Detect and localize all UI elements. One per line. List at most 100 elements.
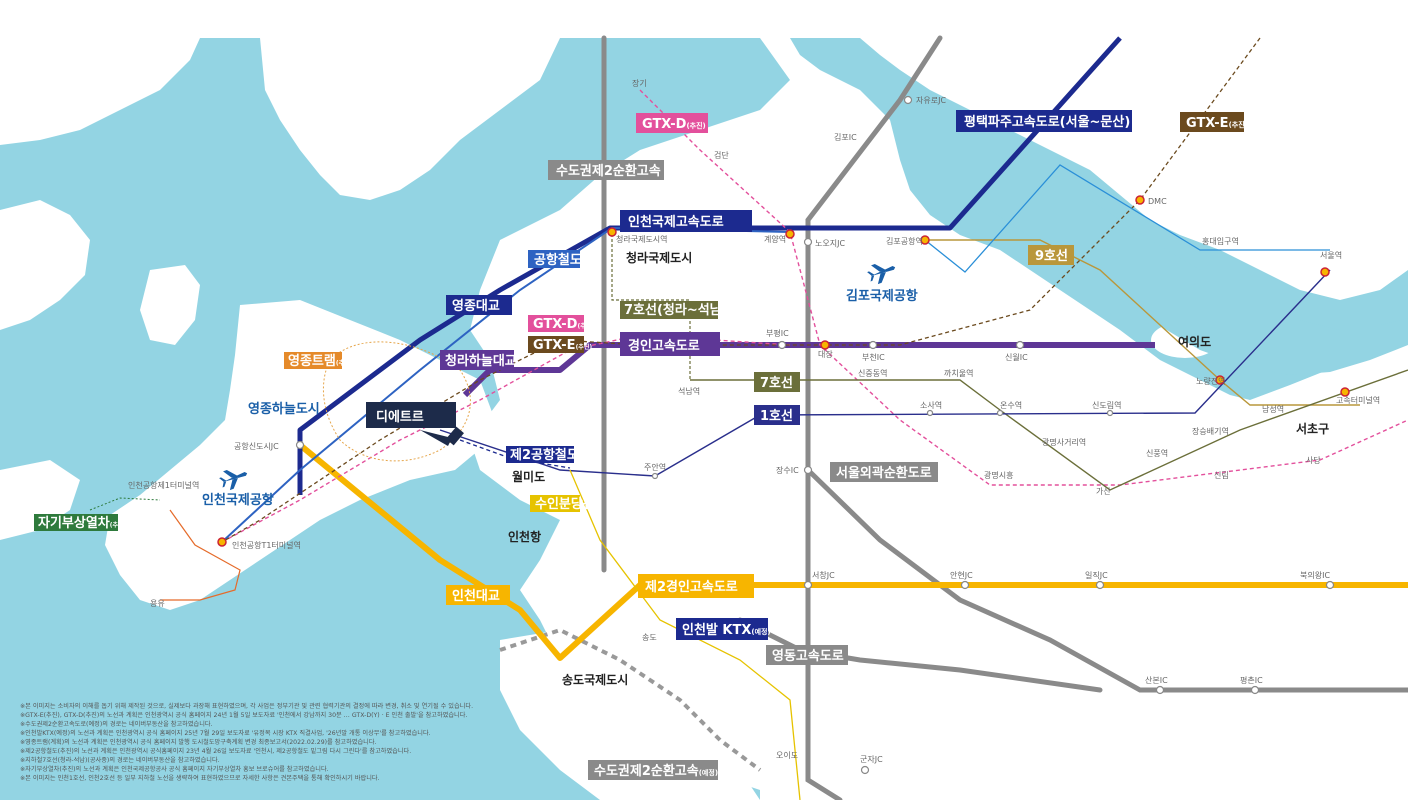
- seocho-place: 서초구: [1296, 421, 1329, 436]
- svg-text:※GTX-E(추진), GTX-D(추진)의 노선과 계획은: ※GTX-E(추진), GTX-D(추진)의 노선과 계획은 인천광역시 공식 …: [20, 711, 467, 719]
- svg-text:※제2공항철도(추진)의 노선과 계획은 인천광역시 공식홈: ※제2공항철도(추진)의 노선과 계획은 인천광역시 공식홈페이지 23년 4월…: [20, 747, 411, 755]
- svg-text:7호선(청라~석남)(공사중): 7호선(청라~석남)(공사중): [624, 302, 750, 318]
- incheon-airport-place: 인천국제공항: [202, 492, 274, 508]
- pyeongtaek-road-label: 평택파주고속도로(서울~문산): [964, 114, 1130, 130]
- site-label: 디에트르: [376, 409, 424, 425]
- svg-text:서창JC: 서창JC: [812, 571, 835, 580]
- site-marker: [446, 426, 464, 446]
- line7-ext-tag: (공사중): [728, 308, 750, 316]
- svg-text:공항신도시JC: 공항신도시JC: [234, 442, 279, 451]
- seoul-outer-road-label: 서울외곽순환도로: [836, 465, 932, 481]
- svg-text:석남역: 석남역: [678, 386, 700, 396]
- line9-label: 9호선: [1035, 248, 1068, 264]
- svg-text:※본 이미지는 소비자의 이해를 돕기 위해 제작된 것으로: ※본 이미지는 소비자의 이해를 돕기 위해 제작된 것으로, 실제보다 과장해…: [20, 702, 473, 710]
- yeongjong-bridge-label: 영종대교: [452, 299, 500, 314]
- songdo-land: [500, 630, 760, 800]
- svg-text:북의왕IC: 북의왕IC: [1300, 570, 1330, 580]
- airport-blue-line: [924, 164, 1330, 273]
- yeongjong-tram: [322, 341, 471, 462]
- svg-text:군자JC: 군자JC: [860, 755, 883, 764]
- gtx-e-line: [221, 37, 1261, 543]
- line7-extension: [611, 234, 691, 380]
- svg-text:안현JC: 안현JC: [950, 570, 973, 580]
- svg-text:주안역: 주안역: [644, 462, 666, 472]
- svg-text:서울역: 서울역: [1320, 250, 1342, 260]
- gray-roads: [601, 35, 1408, 800]
- maglev-dashed: [89, 497, 161, 511]
- second-airport-rail-tag: (추진): [579, 453, 596, 461]
- svg-text:노오지JC: 노오지JC: [815, 239, 845, 248]
- svg-text:신풍역: 신풍역: [1146, 448, 1168, 458]
- svg-text:GTX-E(추진): GTX-E(추진): [533, 338, 592, 353]
- gtx-d-mid-tag: (추진): [577, 322, 594, 330]
- svg-text:※인천발KTX(예정)의 노선과 계획은 인천광역시 공식: ※인천발KTX(예정)의 노선과 계획은 인천광역시 공식 홈페이지 25년 7…: [20, 729, 431, 737]
- yeongdong-road-label: 영동고속도로: [772, 649, 844, 664]
- line7-label: 7호선: [760, 375, 793, 391]
- svg-text:사당: 사당: [1306, 455, 1321, 465]
- svg-text:김포IC: 김포IC: [834, 132, 857, 142]
- cheongna-sky-bridge-label: 청라하늘대교: [445, 353, 517, 369]
- line1: [439, 269, 1331, 477]
- gtx-e-top-label: GTX-E: [1186, 116, 1229, 131]
- yeongjong-sky-city-place: 영종하늘도시: [248, 401, 320, 417]
- gtx-d-mid-label: GTX-D: [533, 317, 578, 332]
- svg-text:인천발 KTX(예정): 인천발 KTX(예정): [682, 622, 771, 638]
- yeongjong-tram-label: 영종트램: [288, 354, 336, 369]
- line1-label: 1호선: [760, 408, 793, 424]
- suin-bundang-label: 수인분당선: [535, 496, 595, 512]
- svg-text:김포공항역: 김포공항역: [886, 236, 923, 246]
- svg-text:평촌IC: 평촌IC: [1240, 675, 1263, 685]
- metro-ring2-planned-tag: (예정): [699, 768, 718, 777]
- svg-text:신월IC: 신월IC: [1005, 352, 1028, 362]
- svg-text:광명시흥: 광명시흥: [984, 470, 1013, 480]
- svg-text:※자기부상열차(추진)의 노선과 계획은 인천국제공항공사: ※자기부상열차(추진)의 노선과 계획은 인천국제공항공사 공식 홈페이지 자기…: [20, 765, 329, 773]
- line7: [690, 369, 1408, 491]
- svg-text:부평IC: 부평IC: [766, 328, 789, 338]
- svg-text:신림: 신림: [1214, 470, 1229, 480]
- svg-text:청라국제도시역: 청라국제도시역: [616, 234, 668, 244]
- songdo-place: 송도국제도시: [562, 673, 628, 687]
- line7-ext-label: 7호선(청라~석남): [624, 302, 728, 318]
- svg-text:일직JC: 일직JC: [1085, 570, 1108, 580]
- svg-text:남성역: 남성역: [1262, 404, 1284, 414]
- svg-text:장승배기역: 장승배기역: [1192, 426, 1229, 436]
- svg-text:자기부상열차(추진): 자기부상열차(추진): [38, 515, 127, 531]
- incheon-ktx-label: 인천발 KTX: [682, 622, 751, 638]
- svg-text:GTX-D(추진): GTX-D(추진): [642, 117, 706, 132]
- incheon-bridge-label: 인천대교: [452, 588, 500, 604]
- incheon-intl-road: [297, 36, 1122, 495]
- cheongna-place: 청라국제도시: [626, 250, 692, 265]
- gyeongin-road-label: 경인고속도로: [628, 338, 700, 354]
- mid-island: [140, 265, 200, 345]
- svg-text:신도림역: 신도림역: [1092, 400, 1121, 410]
- disclaimer-notes: ※본 이미지는 소비자의 이해를 돕기 위해 제작된 것으로, 실제보다 과장해…: [20, 702, 473, 782]
- svg-text:고속터미널역: 고속터미널역: [1336, 395, 1380, 405]
- svg-text:부천IC: 부천IC: [862, 352, 885, 362]
- svg-text:GTX-D(추진): GTX-D(추진): [533, 317, 594, 332]
- svg-text:광명사거리역: 광명사거리역: [1042, 437, 1086, 447]
- second-airport-rail: [459, 439, 571, 469]
- yeouido-place: 여의도: [1178, 334, 1211, 349]
- west-island-a: [0, 38, 200, 145]
- gtx-d-line: [639, 89, 1408, 486]
- gtx-d-top-label: GTX-D: [642, 117, 687, 132]
- metro-ring2-planned-road: [499, 627, 762, 772]
- svg-text:장수IC: 장수IC: [776, 465, 799, 475]
- svg-text:영종트램(추진): 영종트램(추진): [288, 354, 353, 369]
- han-river: [990, 170, 1408, 375]
- gtx-d-top-tag: (추진): [686, 121, 705, 130]
- metro-ring2-planned-label: 수도권제2순환고속: [594, 763, 699, 779]
- north-land: [260, 38, 560, 200]
- svg-text:GTX-E(추진): GTX-E(추진): [1186, 116, 1248, 131]
- svg-text:계양역: 계양역: [764, 234, 786, 244]
- second-gyeongin-road-label: 제2경인고속도로: [645, 579, 738, 595]
- second-airport-rail-label: 제2공항철도: [510, 447, 579, 463]
- svg-text:노량진역: 노량진역: [1196, 376, 1225, 386]
- maglev-label: 자기부상열차: [38, 515, 110, 531]
- maglev-tag: (추진): [110, 521, 127, 529]
- svg-text:까치울역: 까치울역: [944, 368, 973, 378]
- gtx-e-mid-tag: (추진): [576, 343, 593, 351]
- wolmido-place: 월미도: [512, 469, 545, 484]
- yeongjong-tram-tag: (추진): [336, 359, 353, 367]
